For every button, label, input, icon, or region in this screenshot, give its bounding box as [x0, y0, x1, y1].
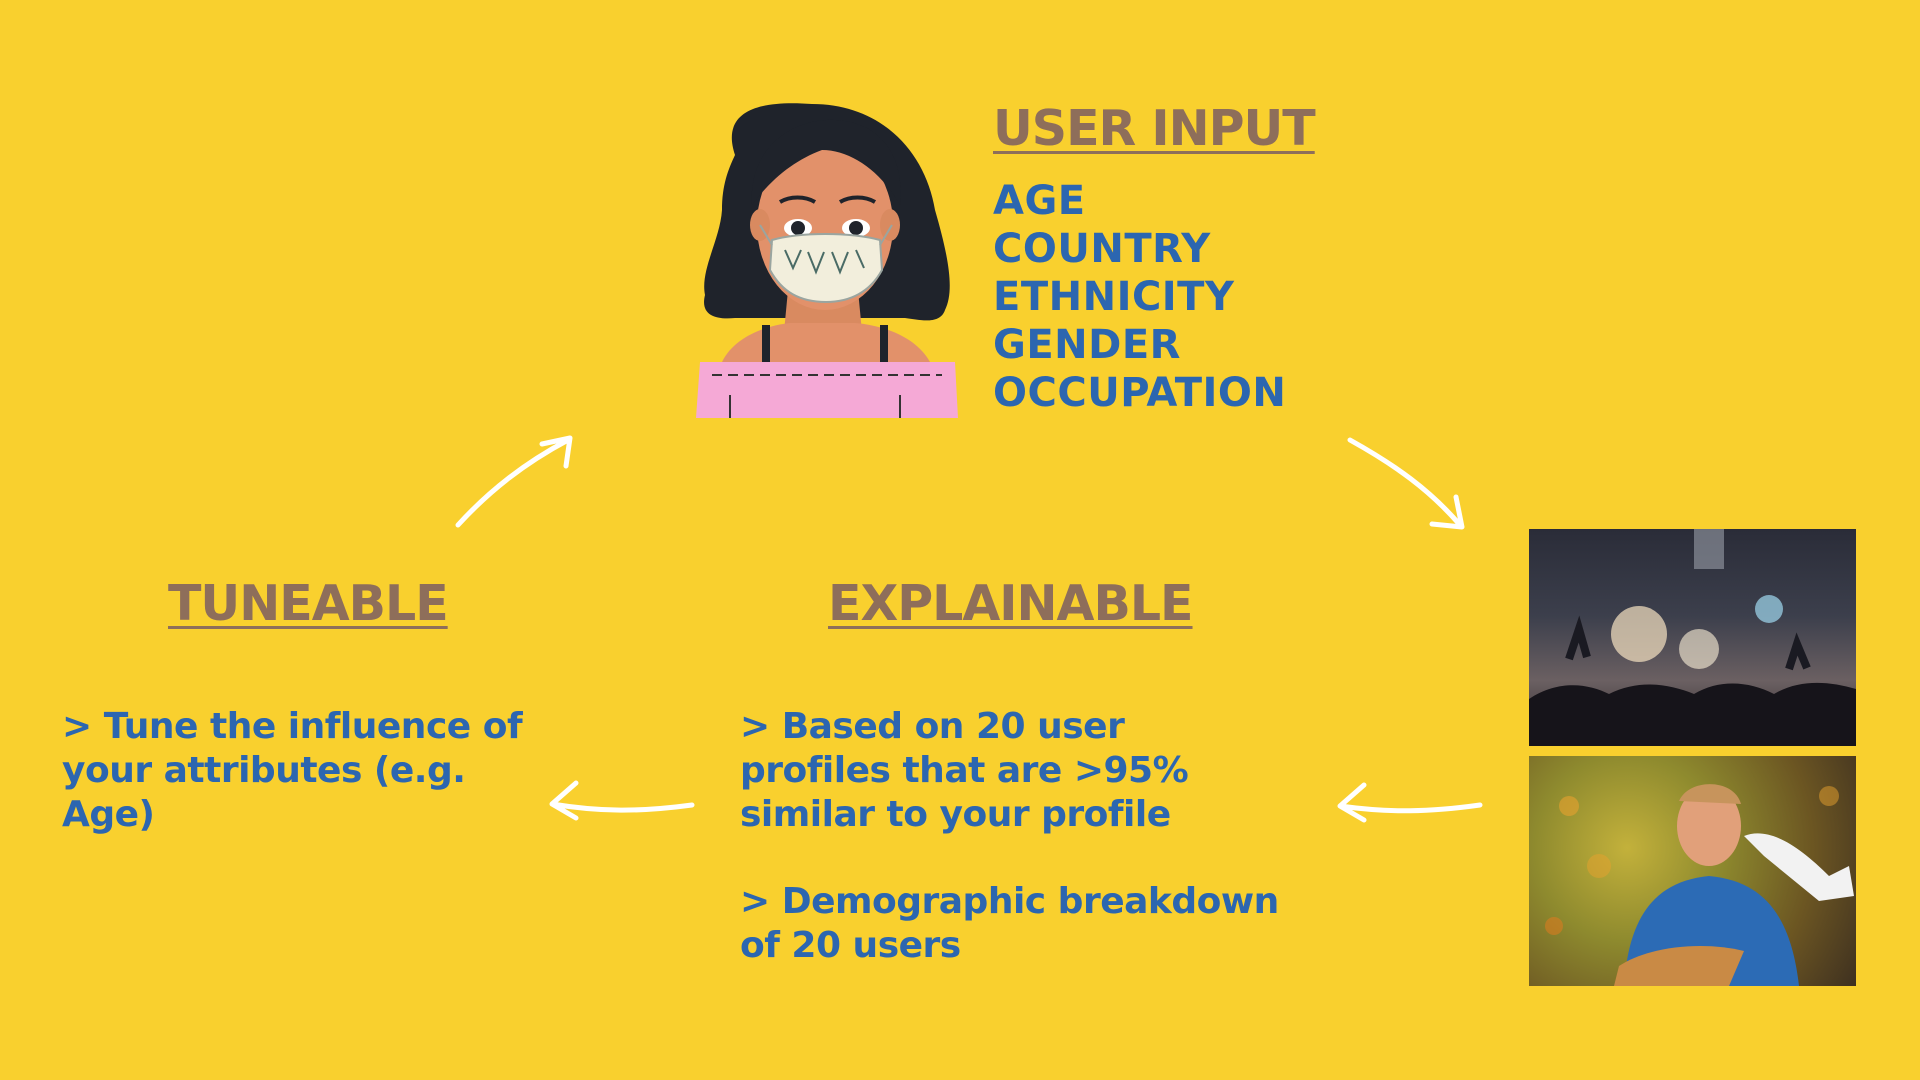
attribute-country: COUNTRY: [993, 226, 1211, 272]
arrow-to-tuneable-icon: [549, 780, 695, 821]
attribute-gender: GENDER: [993, 322, 1181, 368]
attribute-ethnicity: ETHNICITY: [993, 274, 1235, 320]
singer-with-guitar-photo: [1529, 756, 1856, 986]
explainable-heading: EXPLAINABLE: [828, 575, 1194, 632]
user-attribute-list: AGE COUNTRY ETHNICITY GENDER OCCUPATION: [993, 177, 1286, 417]
tuneable-heading: TUNEABLE: [168, 575, 449, 632]
concert-crowd-photo: [1529, 529, 1856, 746]
arrow-to-user-input-icon: [455, 435, 573, 528]
arrow-to-photos-icon: [1347, 437, 1465, 530]
user-input-heading: USER INPUT: [993, 100, 1316, 157]
attribute-age: AGE: [993, 178, 1086, 224]
explainable-point-2: > Demographic breakdown of 20 users: [740, 881, 1279, 966]
attribute-occupation: OCCUPATION: [993, 370, 1287, 416]
explainable-point-1: > Based on 20 user profiles that are >95…: [740, 706, 1189, 835]
tuneable-text: > Tune the influence of your attributes …: [62, 706, 523, 835]
arrow-to-explainable-icon: [1337, 782, 1483, 823]
